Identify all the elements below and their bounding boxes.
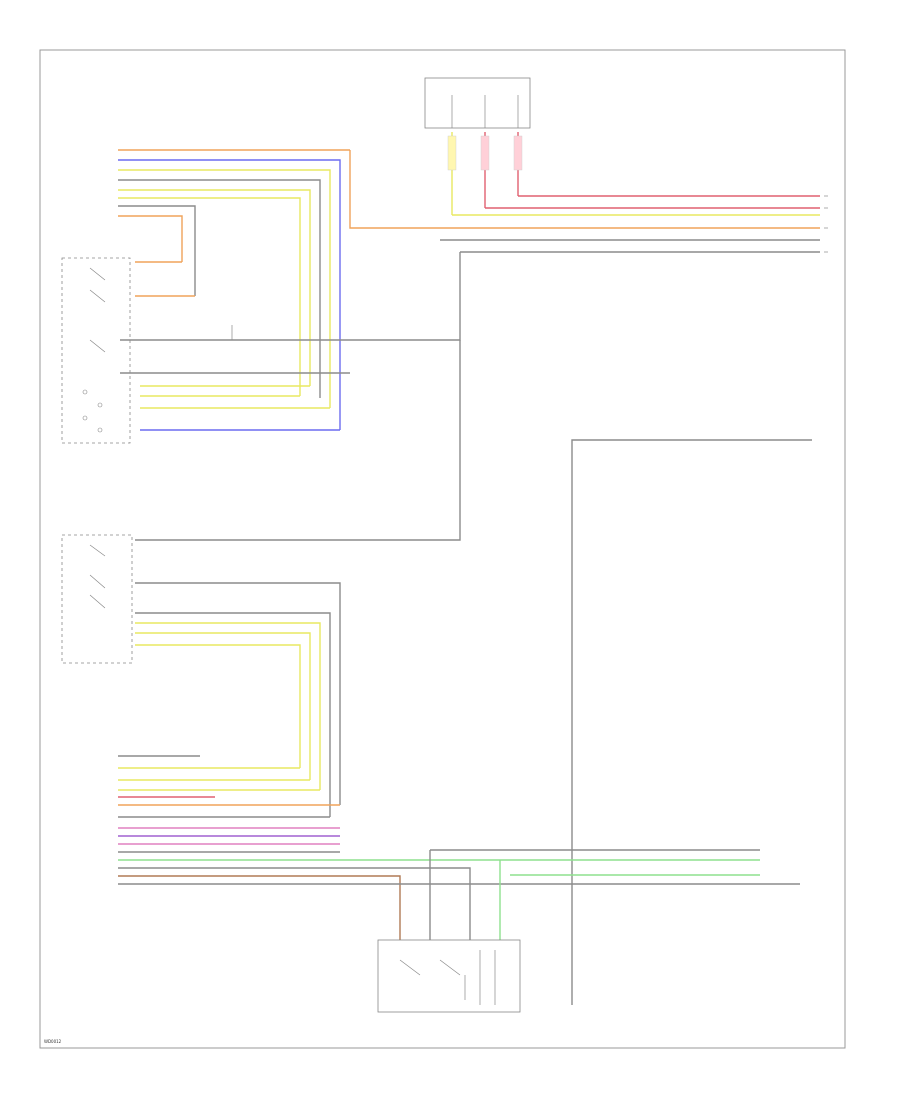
wire-pass-gray — [135, 340, 461, 541]
footer-code: WD0012 — [44, 1039, 62, 1044]
wire-pass-yellow-3 — [135, 644, 301, 768]
wire-pass-gray-2 — [135, 582, 341, 805]
fuse-block-top — [424, 77, 531, 129]
wire-long-gray — [571, 439, 812, 1005]
passenger-door-module — [377, 939, 521, 1013]
wire-pass-yellow-1 — [135, 622, 321, 790]
lower-harness — [118, 755, 800, 940]
wire-pass-gray-3 — [135, 612, 331, 817]
upper-harness — [118, 149, 350, 430]
driver-window-switch — [61, 257, 131, 444]
passenger-window-switch — [61, 534, 133, 664]
wire-pass-yellow-2 — [135, 632, 311, 780]
right-bus — [349, 150, 828, 253]
diagram-frame — [39, 49, 846, 1049]
